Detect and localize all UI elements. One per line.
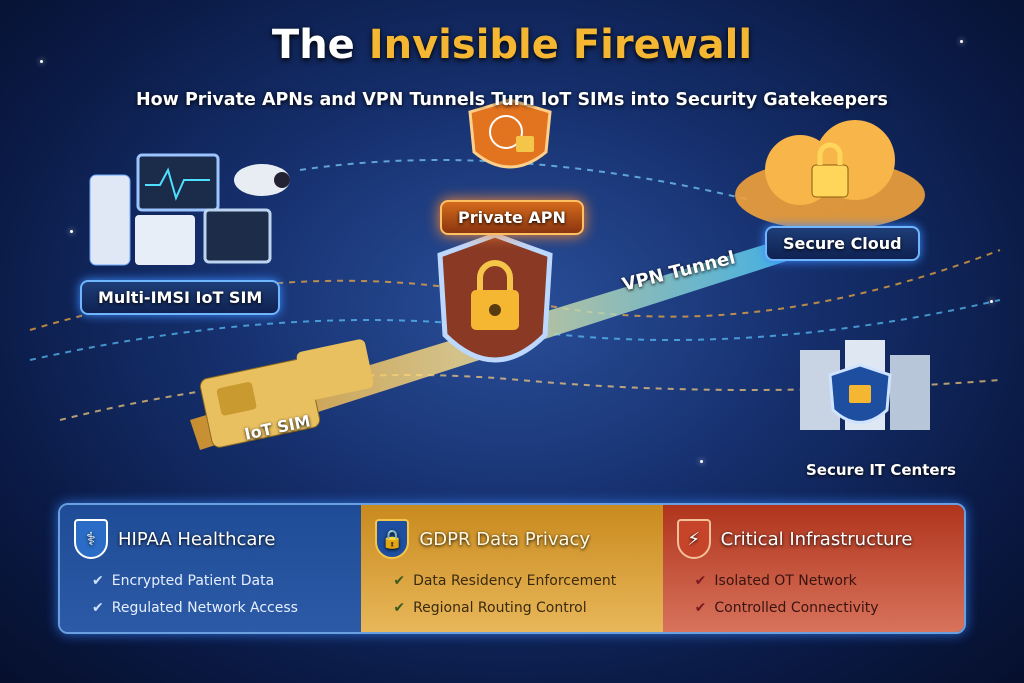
data-stream	[299, 159, 751, 201]
page-subtitle: How Private APNs and VPN Tunnels Turn Io…	[136, 90, 888, 110]
compliance-column-hipaa: ⚕ HIPAA Healthcare ✔Encrypted Patient Dat…	[60, 505, 362, 632]
compliance-column-gdpr: 🔒 GDPR Data Privacy ✔Data Residency Enfor…	[361, 505, 663, 632]
column-title: Critical Infrastructure	[720, 528, 913, 550]
compliance-column-infrastructure: ⚡ Critical Infrastructure ✔Isolated OT Ne…	[662, 505, 964, 632]
secure-it-centers-label: Secure IT Centers	[806, 461, 956, 479]
compliance-panel: ⚕ HIPAA Healthcare ✔Encrypted Patient Dat…	[58, 503, 966, 634]
cloud-lock-icon	[735, 120, 925, 230]
star	[70, 230, 73, 233]
list-item: ✔Isolated OT Network	[694, 573, 857, 589]
private-apn-label: Private APN	[440, 200, 584, 235]
list-item: ✔Regional Routing Control	[393, 600, 587, 616]
server-rack-icon	[800, 340, 930, 430]
check-icon: ✔	[694, 573, 707, 589]
column-title: GDPR Data Privacy	[419, 528, 591, 550]
list-item: ✔Controlled Connectivity	[694, 600, 879, 616]
check-icon: ✔	[694, 600, 707, 616]
list-item: ✔Regulated Network Access	[92, 600, 298, 616]
caduceus-shield-icon: ⚕	[74, 519, 108, 559]
star	[960, 40, 963, 43]
lock-shield-icon: 🔒	[375, 519, 410, 559]
device-label: Multi-IMSI IoT SIM	[80, 280, 281, 315]
private-apn-icon	[468, 98, 552, 169]
column-title: HIPAA Healthcare	[118, 528, 276, 550]
check-icon: ✔	[393, 600, 406, 616]
iot-sim-card-icon	[199, 339, 374, 448]
firewall-shield-icon	[437, 232, 553, 363]
star	[990, 300, 993, 303]
check-icon: ✔	[393, 573, 406, 589]
star	[40, 60, 43, 63]
check-icon: ✔	[92, 600, 104, 616]
list-item: ✔Encrypted Patient Data	[92, 573, 275, 589]
iot-devices-icon	[89, 153, 290, 266]
page-title: The Invisible Firewall	[271, 22, 753, 68]
tower-shield-icon: ⚡	[676, 519, 711, 559]
list-item: ✔Data Residency Enforcement	[393, 573, 617, 589]
star	[700, 460, 703, 463]
check-icon: ✔	[92, 573, 104, 589]
secure-cloud-label: Secure Cloud	[765, 226, 920, 261]
